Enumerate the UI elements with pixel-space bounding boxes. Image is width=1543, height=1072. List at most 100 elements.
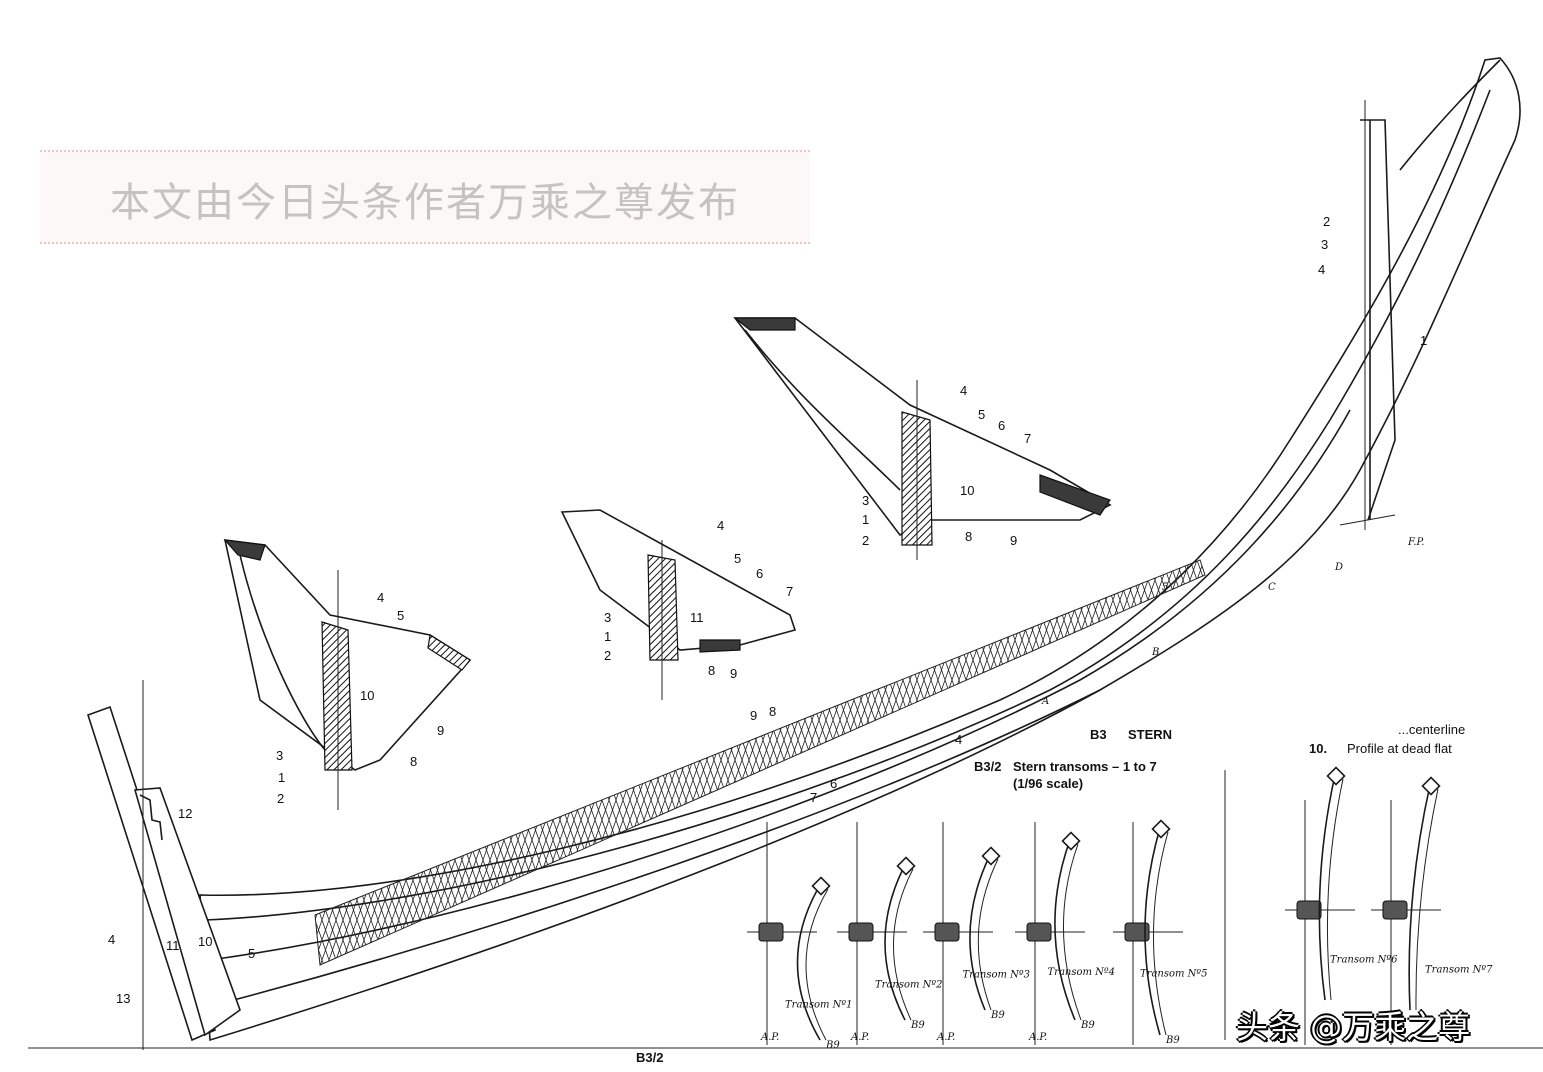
transom-curve bbox=[969, 854, 991, 1011]
fp-mark: F.P. bbox=[1407, 537, 1424, 548]
label-1: 1 bbox=[862, 512, 869, 527]
b9-mark: B9 bbox=[1080, 1020, 1095, 1031]
label-1: 1 bbox=[1420, 333, 1427, 348]
transom-curve-inner bbox=[977, 858, 999, 1011]
transom-label: Transom Nº5 bbox=[1140, 969, 1207, 980]
label-7: 7 bbox=[786, 584, 793, 599]
transom-section-left: 4 5 10 9 8 3 1 2 bbox=[223, 539, 472, 810]
label-3: 3 bbox=[1321, 237, 1328, 252]
mark-b: B bbox=[1151, 647, 1159, 658]
label-4-bottom: 4 bbox=[955, 732, 962, 747]
transom-curve bbox=[1318, 774, 1336, 1001]
transom-section-mid: 4 5 6 7 3 1 11 2 8 9 bbox=[560, 509, 797, 700]
transom-section-right: 4 5 6 7 10 3 1 2 8 9 bbox=[733, 317, 1112, 560]
ap-mark: A.P. bbox=[850, 1032, 869, 1043]
timber-head bbox=[811, 876, 831, 896]
keel-section bbox=[934, 922, 960, 942]
keel-section bbox=[1382, 900, 1408, 920]
mark-a: A bbox=[1041, 696, 1049, 707]
label-1: 1 bbox=[604, 629, 611, 644]
label-8: 8 bbox=[965, 529, 972, 544]
ap-mark: A.P. bbox=[936, 1032, 955, 1043]
ap-mark: A.P. bbox=[1028, 1032, 1047, 1043]
caption-code: B3/2 bbox=[974, 759, 1001, 774]
mark-5: 5 bbox=[1162, 582, 1168, 593]
b9-mark: B9 bbox=[1165, 1035, 1180, 1046]
label-5: 5 bbox=[397, 608, 404, 623]
label-8: 8 bbox=[410, 754, 417, 769]
watermark-band bbox=[40, 150, 810, 244]
label-7-bottom: 7 bbox=[810, 790, 817, 805]
transom-curve-inner bbox=[1326, 778, 1344, 1001]
label-12: 12 bbox=[178, 806, 192, 821]
label-5: 5 bbox=[248, 946, 255, 961]
profile-partial: ...centerline bbox=[1398, 722, 1465, 737]
transom-curve bbox=[796, 884, 821, 1041]
transom-curve bbox=[1144, 827, 1161, 1036]
label-13: 13 bbox=[116, 991, 130, 1006]
label-6-bottom: 6 bbox=[830, 776, 837, 791]
transom-curve-inner bbox=[1152, 831, 1169, 1036]
transom-label: Transom Nº2 bbox=[875, 980, 942, 991]
transom-curve-inner bbox=[1063, 843, 1082, 1021]
timber-head bbox=[896, 856, 916, 876]
transom-profile-6: Transom Nº6 bbox=[1285, 766, 1398, 1045]
label-10: 10 bbox=[198, 934, 212, 949]
timber-head bbox=[981, 846, 1001, 866]
transom-label: Transom Nº4 bbox=[1048, 967, 1115, 978]
ap-mark: A.P. bbox=[760, 1032, 779, 1043]
label-2: 2 bbox=[277, 791, 284, 806]
bottom-partial-caption: B3/2 bbox=[636, 1050, 663, 1065]
lattice-band bbox=[314, 559, 1206, 966]
b9-mark: B9 bbox=[910, 1020, 925, 1031]
label-6: 6 bbox=[998, 418, 1005, 433]
label-10: 10 bbox=[960, 483, 974, 498]
label-11: 11 bbox=[166, 938, 180, 953]
keel-section bbox=[1296, 900, 1322, 920]
watermark: 本文由今日头条作者万乘之尊发布 bbox=[110, 180, 740, 226]
profile-title: Profile at dead flat bbox=[1347, 741, 1452, 756]
timber-head bbox=[1421, 776, 1441, 796]
label-4: 4 bbox=[717, 518, 724, 533]
label-2: 2 bbox=[862, 533, 869, 548]
label-6: 6 bbox=[756, 566, 763, 581]
label-9-bottom: 9 bbox=[750, 708, 757, 723]
heading-code: B3 bbox=[1090, 727, 1107, 742]
label-11: 11 bbox=[690, 610, 704, 625]
transom-label: Transom Nº6 bbox=[1330, 955, 1398, 966]
caption-scale: (1/96 scale) bbox=[1013, 776, 1083, 791]
profile-number: 10. bbox=[1309, 741, 1327, 756]
label-7: 7 bbox=[1024, 431, 1031, 446]
stern-post bbox=[87, 680, 241, 1050]
label-9: 9 bbox=[1010, 533, 1017, 548]
label-1: 1 bbox=[278, 770, 285, 785]
label-4: 4 bbox=[1318, 262, 1325, 277]
mark-c: C bbox=[1268, 582, 1276, 593]
b9-mark: B9 bbox=[825, 1040, 840, 1051]
credit-label: 头条 @万乘之尊 bbox=[1236, 1008, 1471, 1046]
keel-section bbox=[1124, 922, 1150, 942]
heading-title: STERN bbox=[1128, 727, 1172, 742]
label-3: 3 bbox=[604, 610, 611, 625]
keel-profile bbox=[199, 57, 1521, 1042]
transom-curve-inner bbox=[1415, 788, 1439, 1011]
label-4: 4 bbox=[377, 590, 384, 605]
transom-curve-inner bbox=[805, 888, 829, 1041]
transom-label: Transom Nº1 bbox=[785, 1000, 852, 1011]
transom-label: Transom Nº3 bbox=[963, 970, 1030, 981]
keel-section bbox=[848, 922, 874, 942]
transom-profile-7: Transom Nº7 bbox=[1371, 776, 1493, 1045]
label-4: 4 bbox=[960, 383, 967, 398]
label-2: 2 bbox=[1323, 214, 1330, 229]
transom-curve bbox=[1054, 839, 1076, 1021]
label-9: 9 bbox=[437, 723, 444, 738]
transom-label: Transom Nº7 bbox=[1425, 965, 1493, 976]
caption-title: Stern transoms – 1 to 7 bbox=[1013, 759, 1157, 774]
